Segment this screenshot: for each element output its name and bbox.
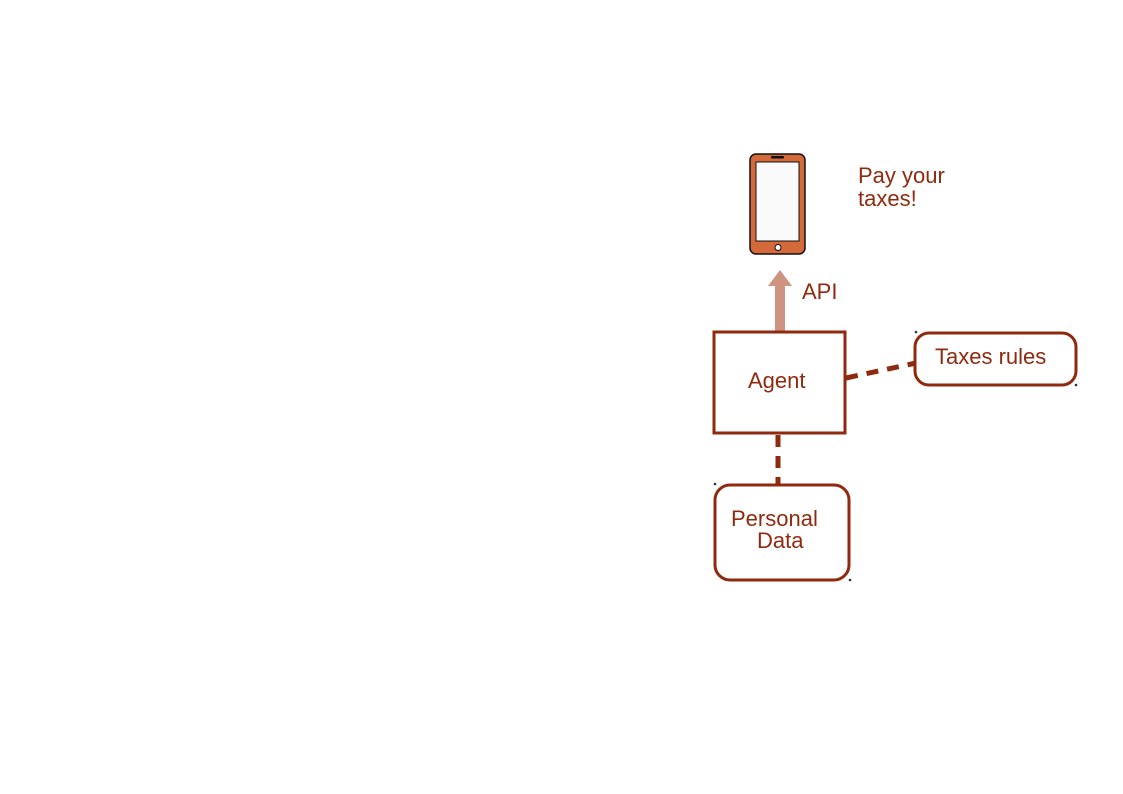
personal-data-label-line-1: Personal: [731, 506, 818, 531]
personal-data-box: [713, 483, 851, 582]
agent-label: Agent: [748, 368, 806, 393]
taxes-rules-handle-br: [1074, 383, 1078, 387]
taxes-rules-label: Taxes rules: [935, 344, 1047, 369]
smartphone-icon: [749, 153, 806, 255]
api-arrow: [768, 270, 792, 333]
connector-agent-taxes-rules: [845, 360, 917, 381]
message-line-1: Pay your: [858, 163, 945, 188]
personal-data-handle-tl: [713, 482, 717, 486]
personal-data-handle-br: [848, 578, 852, 582]
taxes-rules-box: [913, 331, 1078, 387]
message-line-2: taxes!: [858, 186, 917, 211]
taxes-rules-handle-tl: [914, 330, 918, 334]
agent-box: [712, 330, 847, 435]
personal-data-label-line-2: Data: [757, 528, 804, 553]
api-label: API: [802, 279, 838, 304]
